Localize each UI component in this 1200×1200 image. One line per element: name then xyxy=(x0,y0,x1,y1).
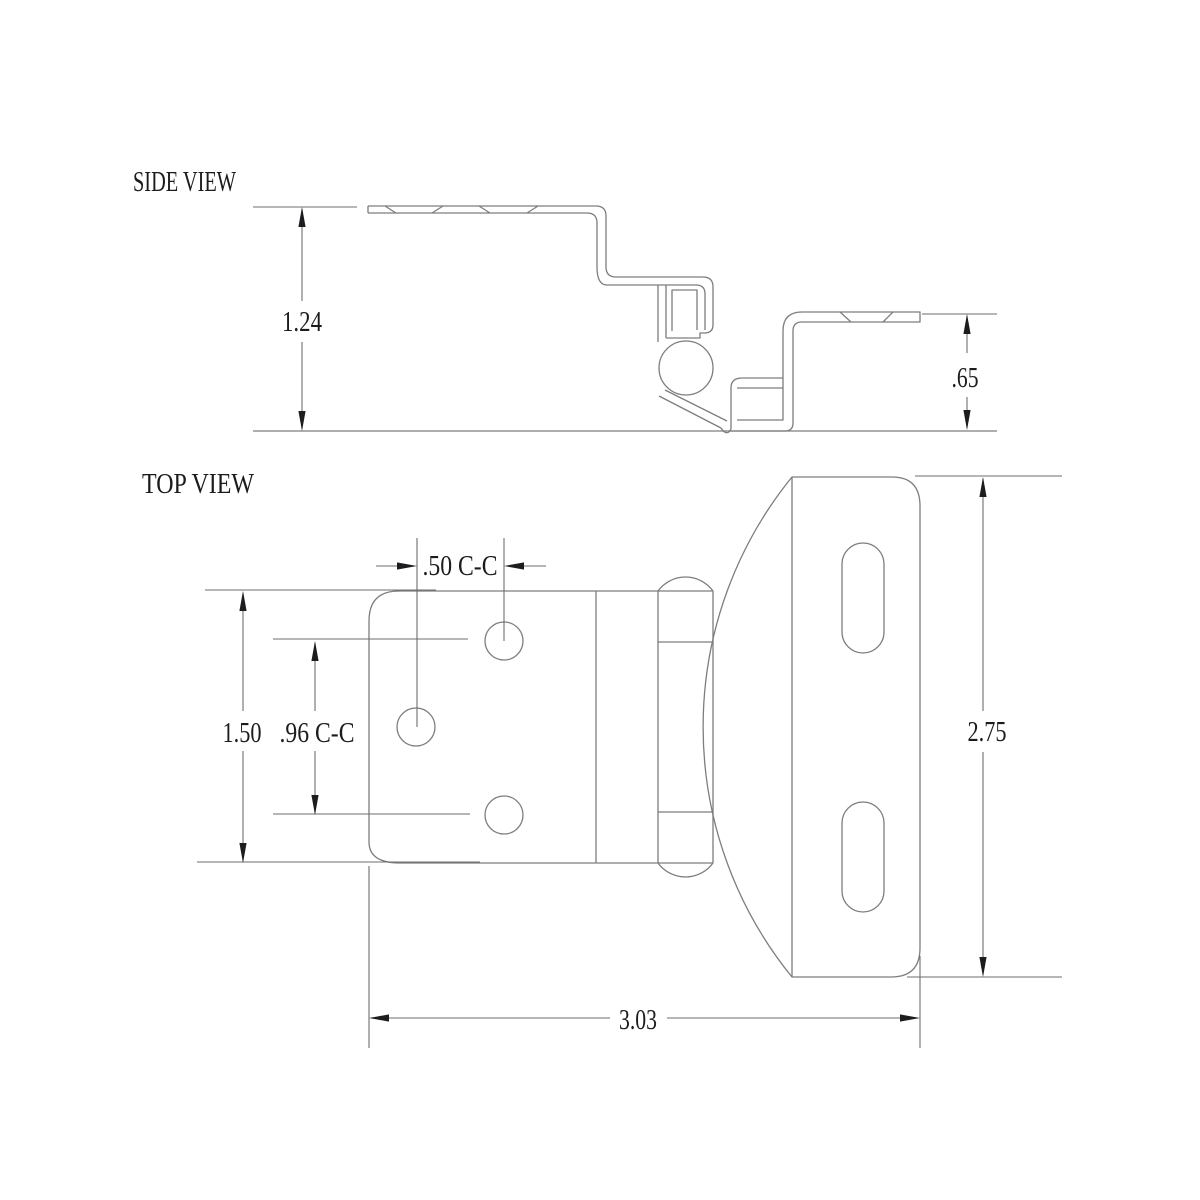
hatch-mark xyxy=(478,205,491,214)
hatch-mark xyxy=(526,205,539,214)
screw-hole-middle xyxy=(396,707,436,747)
side-view: SIDE VIEW xyxy=(133,167,997,434)
hinge-barrel xyxy=(657,576,714,878)
hatch-marks-door-leaf xyxy=(839,311,894,323)
dimension-text: 1.24 xyxy=(282,307,322,338)
dimension-side-overall-height: 1.24 xyxy=(253,206,357,431)
dimension-flange-width: 1.50 xyxy=(197,589,480,863)
arrowhead-up xyxy=(311,641,319,661)
mounting-flange xyxy=(368,538,713,864)
door-leaf-hook-upper xyxy=(720,377,783,434)
arrowhead-up xyxy=(239,591,247,611)
dimension-hole-cc-vertical: .96 C-C xyxy=(273,638,470,815)
tail-upper-edge xyxy=(664,389,728,422)
dimension-overall-width: 3.03 xyxy=(368,866,921,1048)
arrowhead-right xyxy=(397,562,417,570)
hatch-mark xyxy=(384,205,397,214)
arrowhead-left xyxy=(369,1014,389,1022)
dimension-text: .65 xyxy=(952,363,979,394)
barrel-bottom-cap xyxy=(657,862,714,878)
screw-hole-bottom xyxy=(484,795,524,835)
hinge-pin-circle xyxy=(658,340,714,396)
hatch-marks-frame-leaf xyxy=(384,205,539,214)
flange-corner-bottom-left xyxy=(368,841,401,864)
curl-pocket xyxy=(671,289,698,331)
arrowhead-down xyxy=(311,795,319,815)
dimension-text: .96 C-C xyxy=(280,718,355,749)
hatch-mark xyxy=(431,205,444,214)
wrap-plate xyxy=(702,476,921,978)
top-view: TOP VIEW xyxy=(142,469,1062,1048)
arrowhead-up xyxy=(979,477,987,497)
side-view-title: SIDE VIEW xyxy=(133,167,236,198)
dimension-text: 3.03 xyxy=(619,1005,657,1036)
frame-leaf-inner-contour xyxy=(368,212,706,330)
arrowhead-right xyxy=(900,1014,920,1022)
tail-lower-edge xyxy=(658,395,722,429)
door-leaf-outer-contour xyxy=(729,311,921,432)
arrowhead-left xyxy=(504,562,524,570)
barrel-top-cap xyxy=(657,576,714,592)
flange-corner-top-left xyxy=(368,590,400,622)
arrowhead-up xyxy=(963,314,971,334)
dimension-text: 2.75 xyxy=(968,717,1007,748)
slot-bottom xyxy=(841,801,885,913)
dimension-side-door-leaf-height: .65 xyxy=(922,313,997,430)
dimension-text: .50 C-C xyxy=(423,551,498,582)
arrowhead-up xyxy=(298,207,306,227)
top-view-title: TOP VIEW xyxy=(142,469,254,500)
spring-tail xyxy=(658,389,728,429)
hatch-mark xyxy=(882,311,894,323)
dimension-text: 1.50 xyxy=(223,718,262,749)
arrowhead-down xyxy=(979,957,987,977)
frame-leaf-profile xyxy=(367,205,714,342)
frame-leaf-outer-contour xyxy=(368,205,714,339)
arrowhead-down xyxy=(239,843,247,863)
dimension-plate-length: 2.75 xyxy=(907,475,1062,978)
arrowhead-down xyxy=(298,411,306,431)
hatch-mark xyxy=(839,311,852,323)
slot-top xyxy=(841,542,885,654)
wrap-plate-outline xyxy=(702,476,921,978)
dimension-hole-cc-horizontal: .50 C-C xyxy=(376,551,546,582)
door-leaf-profile xyxy=(720,311,921,434)
arrowhead-down xyxy=(963,410,971,430)
